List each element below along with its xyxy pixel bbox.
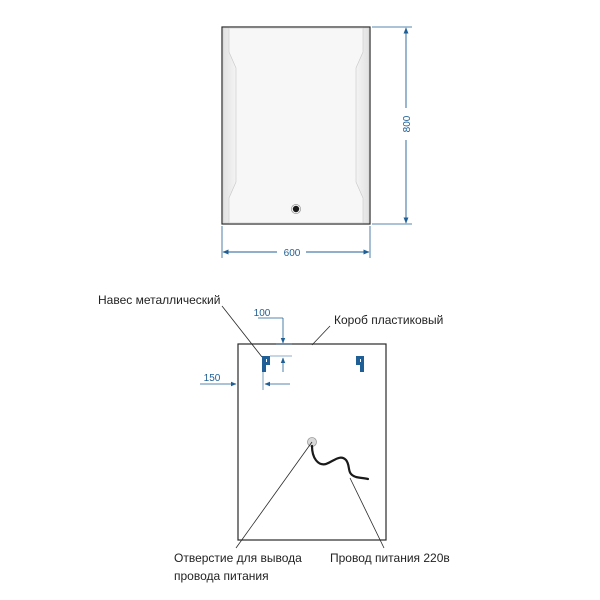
cable-callout-leader bbox=[349, 477, 385, 549]
dim-150-label: 150 bbox=[204, 373, 221, 384]
hole-callout-label-line2: провода питания bbox=[174, 569, 269, 583]
mirror-right-light-strip bbox=[355, 27, 370, 224]
box-callout-label: Короб пластиковый bbox=[334, 313, 443, 327]
hole-callout-label-line1: Отверстие для вывода bbox=[174, 551, 302, 565]
hole-callout-leader bbox=[235, 441, 313, 549]
dim-100-label: 100 bbox=[254, 308, 271, 319]
hanger-callout-leader bbox=[221, 305, 263, 358]
height-dimension-label: 800 bbox=[402, 115, 413, 132]
mirror-frame bbox=[221, 26, 371, 225]
back-view: 100 150 bbox=[200, 305, 387, 549]
touch-sensor-icon bbox=[292, 205, 300, 213]
width-dimension-label: 600 bbox=[284, 248, 301, 259]
left-hanger-icon bbox=[262, 356, 270, 372]
front-view: 600 800 bbox=[221, 26, 413, 259]
power-cable-icon bbox=[310, 444, 370, 481]
right-hanger-icon bbox=[356, 356, 364, 372]
mirror-left-light-strip bbox=[222, 27, 237, 224]
box-callout-leader bbox=[311, 325, 331, 346]
touch-sensor-ring bbox=[291, 204, 301, 214]
hanger-callout-label: Навес металлический bbox=[98, 293, 220, 307]
cable-callout-label: Провод питания 220в bbox=[330, 551, 450, 565]
